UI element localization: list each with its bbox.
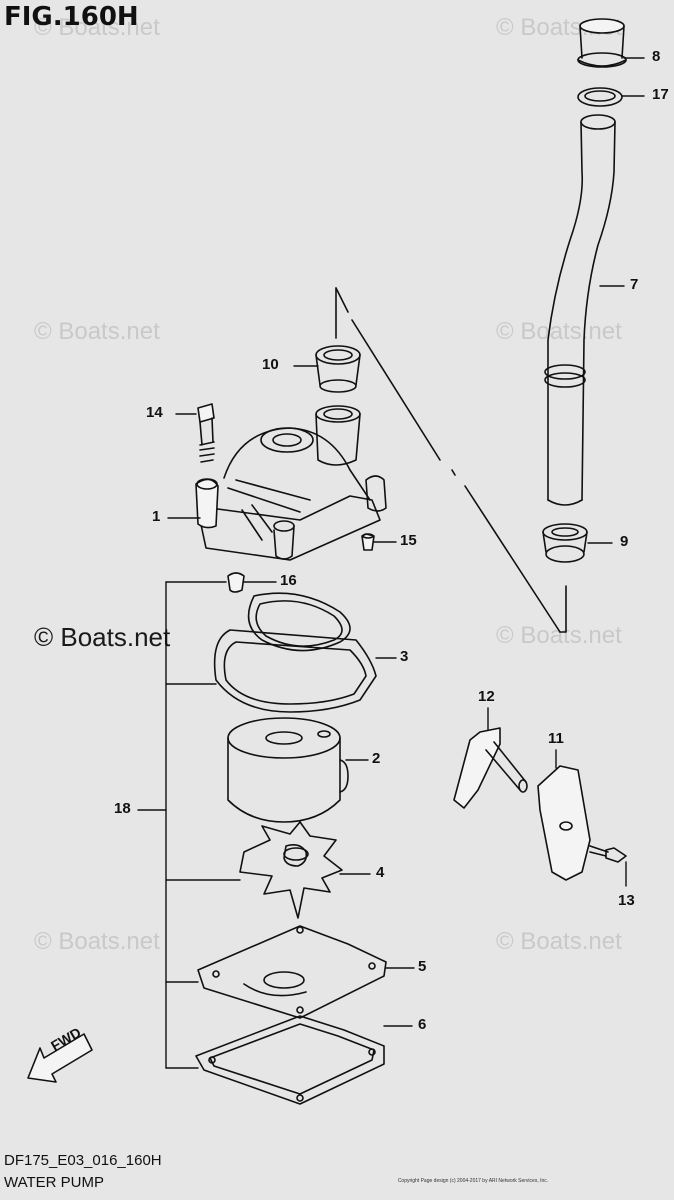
callout-10: 10 bbox=[262, 356, 279, 373]
part-10-bushing bbox=[315, 345, 361, 393]
callout-5: 5 bbox=[418, 958, 427, 975]
callout-3: 3 bbox=[400, 648, 409, 665]
part-14-bolt bbox=[197, 403, 215, 463]
callout-4: 4 bbox=[376, 864, 385, 881]
watermark: © Boats.net bbox=[34, 318, 160, 345]
part-15-pin bbox=[361, 533, 375, 551]
leader-lines bbox=[137, 57, 645, 1069]
callout-7: 7 bbox=[630, 276, 639, 293]
figure-code: DF175_E03_016_160H bbox=[4, 1152, 162, 1169]
assembly-guide-line bbox=[335, 287, 567, 633]
figure-caption: WATER PUMP bbox=[4, 1174, 104, 1191]
figure-title: FIG.160H bbox=[4, 2, 139, 32]
callout-6: 6 bbox=[418, 1016, 427, 1033]
callout-8: 8 bbox=[652, 48, 661, 65]
watermark: © Boats.net bbox=[34, 14, 160, 41]
part-1-pump-housing bbox=[195, 405, 387, 561]
callout-17: 17 bbox=[652, 86, 669, 103]
watermark-prominent: © Boats.net bbox=[34, 622, 171, 652]
fwd-arrow-icon bbox=[27, 1033, 93, 1083]
watermark: © Boats.net bbox=[496, 318, 622, 345]
callout-9: 9 bbox=[620, 533, 629, 550]
part-7-water-tube bbox=[544, 114, 616, 506]
part-8-sleeve bbox=[577, 18, 627, 68]
callout-1: 1 bbox=[152, 508, 161, 525]
watermark: © Boats.net bbox=[34, 928, 160, 955]
part-12-plate bbox=[453, 727, 528, 809]
part-6-gasket bbox=[195, 1015, 385, 1105]
part-9-grommet bbox=[542, 523, 588, 563]
callout-18: 18 bbox=[114, 800, 131, 817]
callout-2: 2 bbox=[372, 750, 381, 767]
callout-13: 13 bbox=[618, 892, 635, 909]
callout-16: 16 bbox=[280, 572, 297, 589]
watermark: © Boats.net bbox=[496, 928, 622, 955]
copyright-note: Copyright Page design (c) 2004-2017 by A… bbox=[397, 1178, 549, 1184]
callout-12: 12 bbox=[478, 688, 495, 705]
callout-11: 11 bbox=[548, 730, 564, 747]
watermark: © Boats.net bbox=[496, 622, 622, 649]
part-13-screw bbox=[589, 845, 627, 863]
part-16-key bbox=[227, 572, 245, 593]
part-4-impeller bbox=[239, 821, 343, 919]
part-11-plate bbox=[537, 765, 591, 881]
callout-14: 14 bbox=[146, 404, 163, 421]
callout-15: 15 bbox=[400, 532, 417, 549]
part-5-plate bbox=[197, 925, 387, 1019]
part-2-case bbox=[227, 717, 349, 823]
part-3-liner bbox=[213, 592, 377, 713]
part-17-o-ring bbox=[577, 87, 623, 107]
